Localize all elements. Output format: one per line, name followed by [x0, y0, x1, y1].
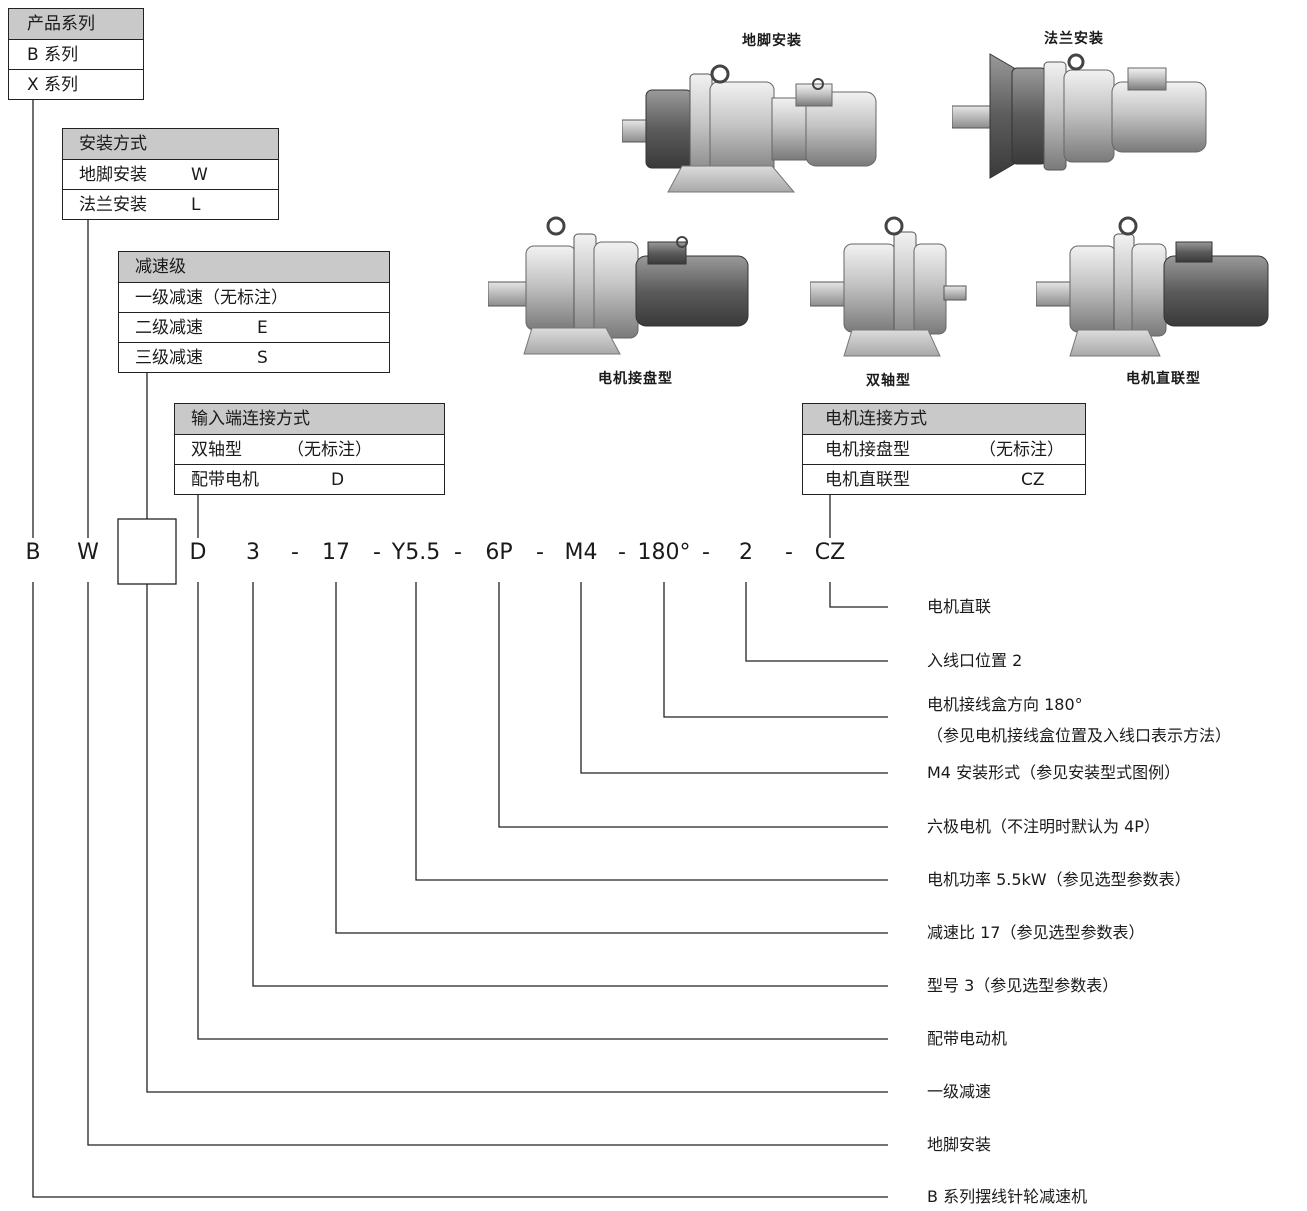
motor-conn-row: 电机直联型 CZ — [803, 464, 1085, 494]
code-mount: W — [77, 540, 99, 565]
input-row: 配带电机 D — [175, 464, 444, 494]
code-ratio: 17 — [322, 540, 350, 565]
input-code: （无标注） — [287, 440, 372, 460]
code-separator: - — [454, 540, 462, 565]
callout-series: B 系列摆线针轮减速机 — [927, 1187, 1088, 1206]
motor-conn-code: （无标注） — [979, 440, 1064, 460]
code-input: D — [189, 540, 207, 565]
mount-label: 法兰安装 — [79, 195, 147, 215]
input-code: D — [331, 470, 345, 490]
callout-poles: 六极电机（不注明时默认为 4P） — [927, 817, 1160, 836]
input-label: 配带电机 — [191, 470, 259, 490]
code-separator: - — [618, 540, 626, 565]
motor-conn-label: 电机直联型 — [825, 470, 910, 490]
code-separator: - — [702, 540, 710, 565]
direct-coupled-reducer-image — [1036, 216, 1269, 357]
code-mounting: M4 — [564, 540, 598, 565]
code-separator: - — [291, 540, 299, 565]
stage-code-box — [117, 518, 177, 585]
code-inlet: 2 — [739, 540, 753, 565]
motor-conn-row: 电机接盘型 （无标注） — [803, 434, 1085, 464]
input-row: 双轴型 （无标注） — [175, 434, 444, 464]
series-row: B 系列 — [9, 39, 143, 69]
code-separator: - — [373, 540, 381, 565]
stage-label: 三级减速 — [135, 348, 203, 368]
stage-code: S — [257, 348, 268, 368]
motor-conn-label: 电机接盘型 — [825, 440, 910, 460]
motor-plate-reducer-image — [488, 216, 749, 355]
code-separator: - — [785, 540, 793, 565]
series-table: 产品系列 B 系列 X 系列 — [8, 8, 144, 100]
series-row: X 系列 — [9, 69, 143, 99]
series-label: X 系列 — [27, 75, 79, 95]
callout-terminal-note: （参见电机接线盒位置及入线口表示方法） — [927, 726, 1232, 745]
callout-motor-direct: 电机直联 — [927, 597, 992, 616]
caption-foot-mount: 地脚安装 — [742, 33, 802, 49]
stage-row: 二级减速 E — [119, 312, 389, 342]
callout-model: 型号 3（参见选型参数表） — [927, 976, 1119, 995]
input-header: 输入端连接方式 — [175, 404, 444, 434]
code-motor-conn: CZ — [814, 540, 846, 565]
stage-label: 一级减速（无标注） — [135, 288, 288, 308]
caption-double-shaft: 双轴型 — [866, 373, 911, 389]
code-terminal: 180° — [637, 540, 691, 565]
mount-code: W — [191, 165, 208, 185]
mount-row: 法兰安装 L — [63, 189, 278, 219]
code-series: B — [25, 540, 41, 565]
callout-power: 电机功率 5.5kW（参见选型参数表） — [927, 870, 1191, 889]
input-label: 双轴型 — [191, 440, 242, 460]
callout-foot-mount: 地脚安装 — [927, 1135, 992, 1154]
callout-with-motor: 配带电动机 — [927, 1029, 1008, 1048]
stage-row: 一级减速（无标注） — [119, 282, 389, 312]
foot-mount-reducer-image — [622, 64, 877, 193]
callout-inlet-position: 入线口位置 2 — [927, 651, 1023, 670]
motor-conn-table: 电机连接方式 电机接盘型 （无标注） 电机直联型 CZ — [802, 403, 1086, 495]
callout-terminal-box: 电机接线盒方向 180° — [927, 695, 1083, 714]
callout-mounting-form: M4 安装形式（参见安装型式图例） — [927, 763, 1181, 782]
code-power: Y5.5 — [391, 540, 441, 565]
mount-label: 地脚安装 — [79, 165, 147, 185]
code-poles: 6P — [485, 540, 513, 565]
callout-ratio: 减速比 17（参见选型参数表） — [927, 923, 1145, 942]
flange-mount-reducer-image — [952, 53, 1207, 179]
mount-table: 安装方式 地脚安装 W 法兰安装 L — [62, 128, 279, 220]
stage-code: E — [257, 318, 268, 338]
stage-row: 三级减速 S — [119, 342, 389, 372]
double-shaft-reducer-image — [810, 216, 967, 357]
motor-conn-code: CZ — [1021, 470, 1045, 490]
stage-table: 减速级 一级减速（无标注） 二级减速 E 三级减速 S — [118, 251, 390, 373]
series-header: 产品系列 — [9, 9, 143, 39]
code-separator: - — [536, 540, 544, 565]
motor-conn-header: 电机连接方式 — [803, 404, 1085, 434]
caption-motor-plate: 电机接盘型 — [598, 371, 673, 387]
mount-code: L — [191, 195, 201, 215]
caption-flange-mount: 法兰安装 — [1044, 31, 1104, 47]
input-table: 输入端连接方式 双轴型 （无标注） 配带电机 D — [174, 403, 445, 495]
mount-row: 地脚安装 W — [63, 159, 278, 189]
stage-header: 减速级 — [119, 252, 389, 282]
callout-stage: 一级减速 — [927, 1082, 992, 1101]
stage-label: 二级减速 — [135, 318, 203, 338]
caption-direct-coupled: 电机直联型 — [1126, 371, 1201, 387]
mount-header: 安装方式 — [63, 129, 278, 159]
code-model: 3 — [246, 540, 260, 565]
series-label: B 系列 — [27, 45, 79, 65]
